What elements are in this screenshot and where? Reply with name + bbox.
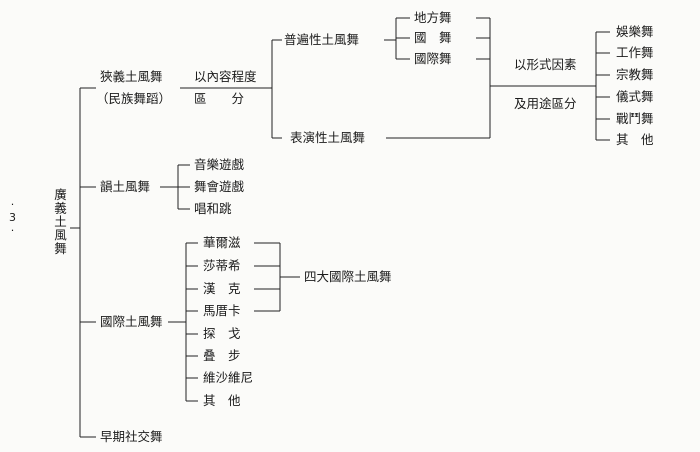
international-item: 維沙維尼: [203, 370, 254, 385]
international-item: 莎蒂希: [203, 258, 241, 273]
international-item: 叠 步: [203, 348, 241, 363]
narrow-folk-dance-label: 狹義土風舞: [100, 69, 163, 84]
early-social-dance-label: 早期社交舞: [100, 429, 163, 444]
international-item: 華爾滋: [203, 235, 241, 250]
form-item: 娛樂舞: [616, 24, 654, 39]
dance-games-label: 韻土風舞: [100, 179, 151, 194]
form-item: 工作舞: [616, 45, 654, 60]
form-item: 其 他: [616, 132, 654, 147]
form-item: 戰鬥舞: [616, 111, 654, 126]
four-international-dances-label: 四大國際土風舞: [304, 269, 392, 284]
common-folk-dance-label: 普遍性土風舞: [284, 32, 360, 47]
content-criterion-top: 以內容程度: [194, 69, 257, 84]
form-item: 宗教舞: [616, 67, 654, 82]
common-item: 國 舞: [414, 30, 452, 45]
dance-game-item: 唱和跳: [194, 201, 232, 216]
form-item: 儀式舞: [616, 89, 654, 104]
international-item: 探 戈: [203, 326, 241, 341]
international-item: 其 他: [203, 393, 241, 408]
dance-game-item: 舞會遊戲: [194, 179, 245, 194]
form-criterion-bottom: 及用途區分: [514, 96, 577, 111]
ethnic-dance-sublabel: （民族舞蹈）: [96, 91, 172, 106]
international-item: 漢 克: [203, 281, 241, 296]
root-label: 廣義土風舞: [52, 188, 67, 256]
dance-game-item: 音樂遊戲: [194, 157, 245, 172]
performance-folk-dance-label: 表演性土風舞: [290, 130, 366, 145]
international-item: 馬厝卡: [203, 303, 241, 318]
page-number: ·3·: [6, 198, 19, 237]
content-criterion-bottom: 區 分: [194, 91, 245, 106]
form-criterion-top: 以形式因素: [514, 57, 577, 72]
common-item: 地方舞: [414, 10, 452, 25]
common-item: 國際舞: [414, 51, 452, 66]
international-folk-dance-label: 國際土風舞: [100, 314, 163, 329]
